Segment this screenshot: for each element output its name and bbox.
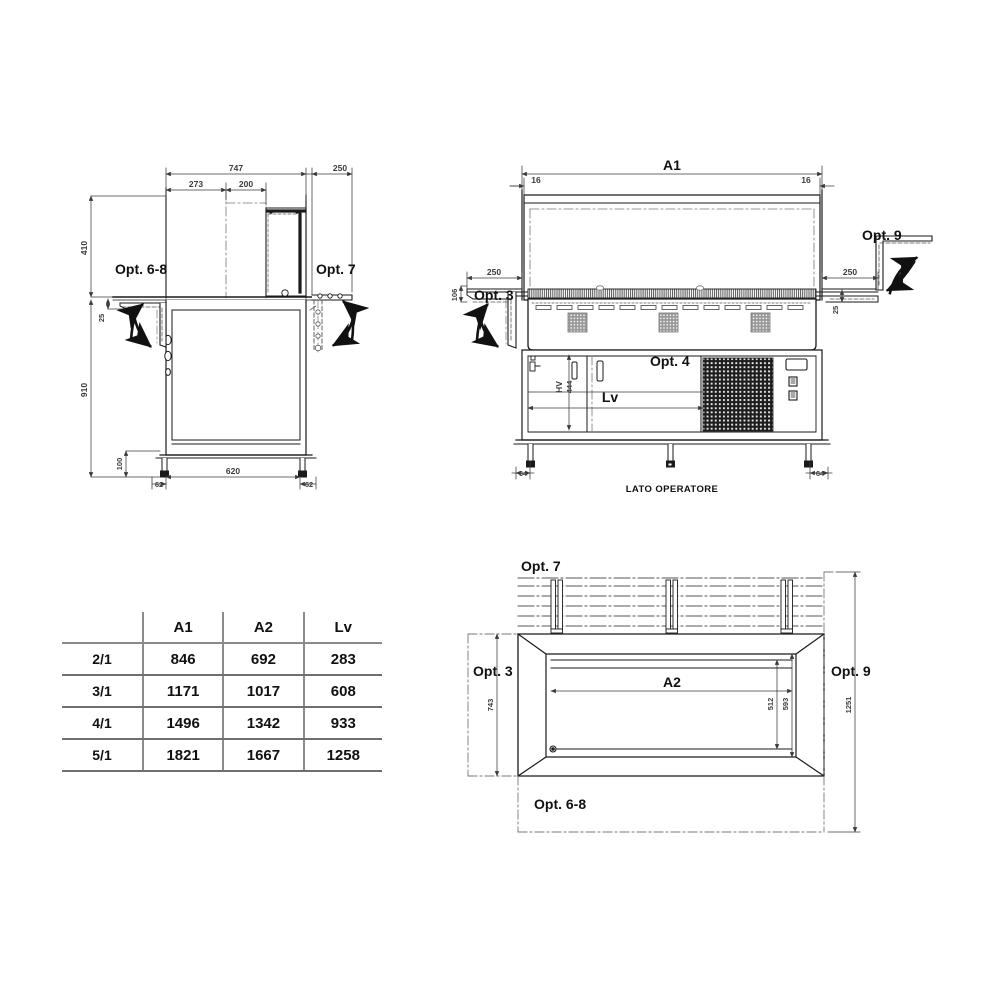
dim-front-tank-length: Lv — [602, 389, 619, 405]
table-row-model: 5/1 — [62, 739, 144, 772]
label-opt-6-8-plan: Opt. 6-8 — [534, 796, 586, 812]
dim-front-tank-height-code: HV — [554, 381, 564, 393]
side-view-opt7-shelf — [309, 293, 370, 353]
dim-front-foot-right: 64 — [816, 469, 825, 478]
dim-plan-inner-depth-b: 593 — [781, 698, 790, 711]
dim-side-segment-b: 200 — [239, 179, 253, 189]
front-view-dimensions — [458, 165, 879, 480]
side-view-opt68-shelf — [116, 302, 167, 348]
table-col-header-lv: Lv — [303, 612, 382, 644]
table-col-header-a1: A1 — [143, 612, 225, 644]
table-cell-a2: 1342 — [223, 707, 305, 740]
dim-front-inset-right: 16 — [801, 175, 811, 185]
label-opt-4-front: Opt. 4 — [650, 353, 690, 369]
label-opt-7-plan: Opt. 7 — [521, 558, 561, 574]
dim-side-upper-height: 410 — [79, 241, 89, 255]
label-lato-operatore: LATO OPERATORE — [626, 484, 719, 495]
front-view-body — [511, 189, 841, 468]
dim-plan-inner-width: A2 — [663, 674, 681, 690]
dim-side-segment-a: 273 — [189, 179, 203, 189]
dim-front-inset-left: 16 — [531, 175, 541, 185]
dim-side-leg-height: 100 — [115, 458, 124, 471]
dim-front-tank-height-value: 444 — [565, 380, 574, 393]
table-header-row: A1 A2 Lv — [62, 612, 382, 644]
table-row: 4/1 1496 1342 933 — [62, 707, 382, 740]
table-cell-lv: 283 — [303, 643, 382, 676]
table-cell-a1: 846 — [143, 643, 225, 676]
plan-view-body — [467, 571, 839, 833]
dim-plan-overall-depth: 1251 — [844, 697, 853, 714]
table-cell-a2: 1667 — [223, 739, 305, 772]
table-cell-a1: 1821 — [143, 739, 225, 772]
table-cell-a2: 692 — [223, 643, 305, 676]
dim-plan-inner-depth-a: 512 — [766, 698, 775, 711]
dim-side-body-height: 910 — [79, 383, 89, 397]
dim-front-shelf-height-left: 106 — [450, 289, 459, 302]
dim-side-shelf-projection: 250 — [333, 163, 347, 173]
label-opt-6-8-side: Opt. 6-8 — [115, 261, 167, 277]
table-cell-a1: 1496 — [143, 707, 225, 740]
dim-side-overall-depth: 747 — [229, 163, 243, 173]
label-opt-3-front: Opt. 3 — [474, 287, 514, 303]
label-opt-9-plan: Opt. 9 — [831, 663, 871, 679]
table-corner-header — [62, 612, 144, 644]
table-row-model: 3/1 — [62, 675, 144, 708]
table-row: 2/1 846 692 283 — [62, 643, 382, 676]
dim-front-foot-left: 64 — [519, 469, 528, 478]
model-dimension-table: A1 A2 Lv 2/1 846 692 283 3/1 1171 1017 6… — [62, 612, 382, 772]
table-row-model: 4/1 — [62, 707, 144, 740]
front-view-opt9-shelf — [821, 235, 933, 303]
plan-view-dimensions — [494, 571, 861, 833]
side-view-body — [112, 187, 317, 478]
dim-side-foot-span: 620 — [226, 466, 240, 476]
dim-front-shelf-thickness-right: 25 — [831, 306, 840, 314]
dim-front-shelf-right: 250 — [843, 267, 857, 277]
dim-side-foot-left: 62 — [155, 480, 163, 489]
table-cell-lv: 933 — [303, 707, 382, 740]
table-col-header-a2: A2 — [223, 612, 305, 644]
table-cell-lv: 608 — [303, 675, 382, 708]
table-cell-lv: 1258 — [303, 739, 382, 772]
label-opt-9-front: Opt. 9 — [862, 227, 902, 243]
dim-front-shelf-left: 250 — [487, 267, 501, 277]
label-opt-7-side: Opt. 7 — [316, 261, 356, 277]
dim-side-foot-right: 62 — [305, 480, 313, 489]
table-cell-a2: 1017 — [223, 675, 305, 708]
table-row: 3/1 1171 1017 608 — [62, 675, 382, 708]
table-row-model: 2/1 — [62, 643, 144, 676]
table-cell-a1: 1171 — [143, 675, 225, 708]
label-opt-3-plan: Opt. 3 — [473, 663, 513, 679]
dim-side-shelf-thickness: 25 — [97, 314, 106, 322]
table-row: 5/1 1821 1667 1258 — [62, 739, 382, 772]
dim-front-overall-width: A1 — [663, 157, 681, 173]
front-view-opt3-shelf — [462, 288, 523, 349]
dim-plan-depth-left: 743 — [486, 699, 495, 712]
side-view-dimensions — [88, 167, 353, 490]
